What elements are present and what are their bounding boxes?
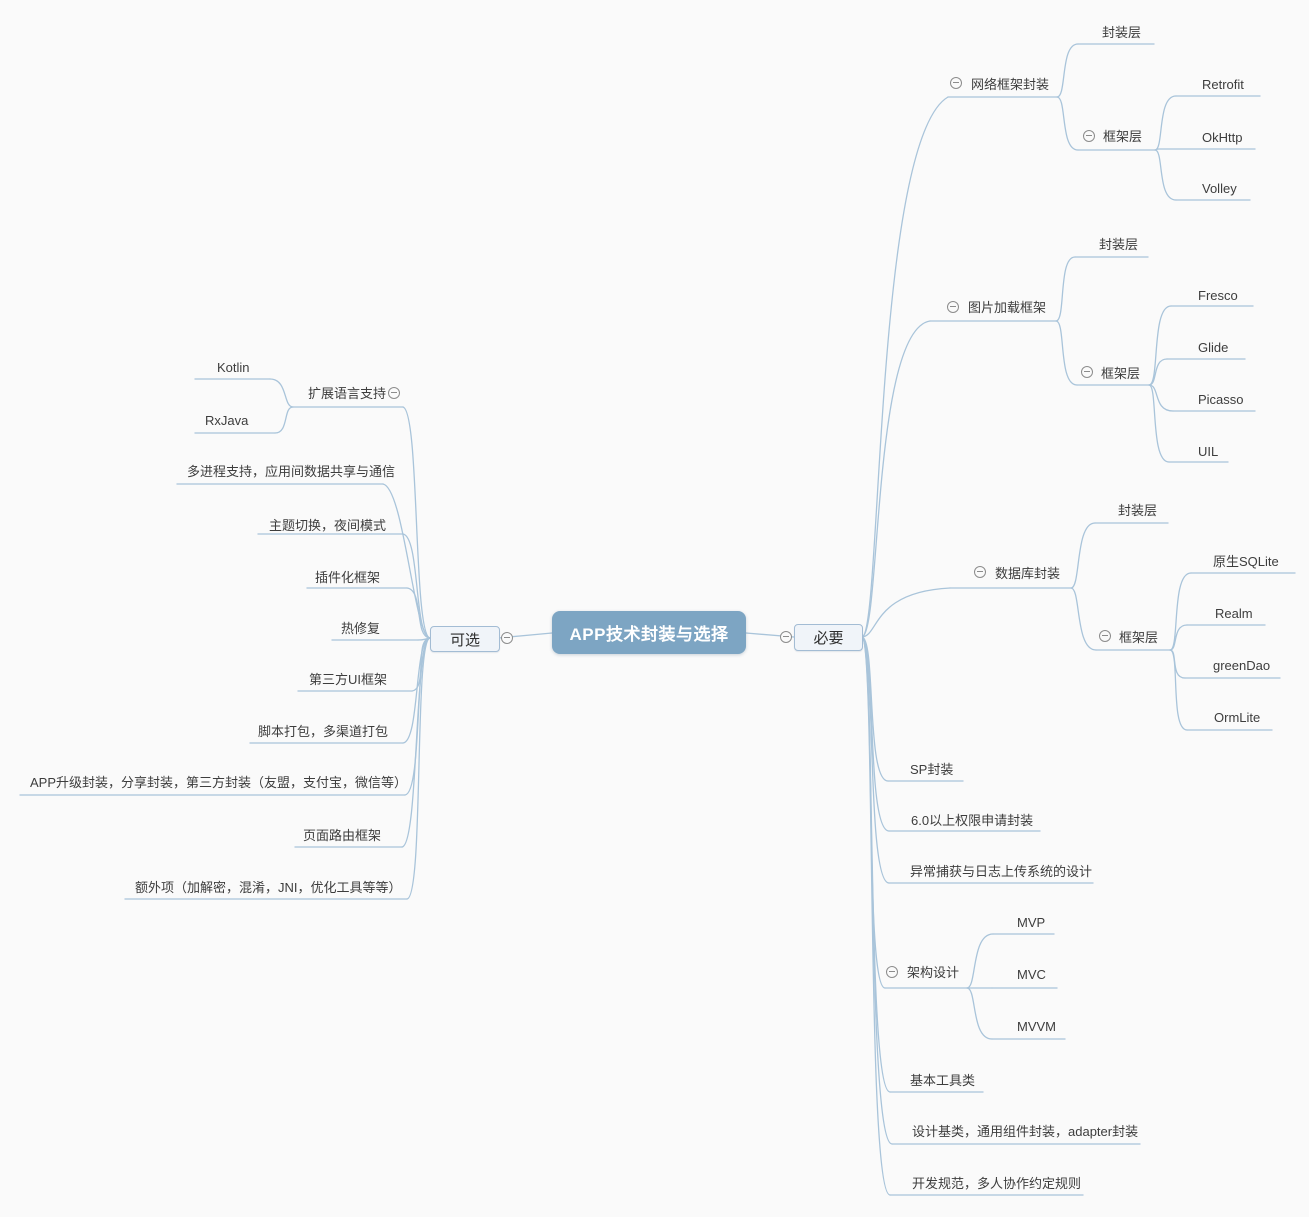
collapse-icon-database-wrap[interactable] (974, 566, 986, 578)
topic-dev-convention[interactable]: 开发规范，多人协作约定规则 (912, 1176, 1082, 1191)
collapse-icon-framework-layer-net[interactable] (1083, 130, 1095, 142)
topic-page-router[interactable]: 页面路由框架 (303, 828, 382, 843)
leaf-uil[interactable]: UIL (1198, 444, 1219, 459)
leaf-glide[interactable]: Glide (1198, 340, 1229, 355)
topic-basic-utils[interactable]: 基本工具类 (910, 1073, 976, 1088)
topic-permission-wrap[interactable]: 6.0以上权限申请封装 (911, 813, 1034, 828)
branch-optional[interactable]: 可选 (430, 626, 500, 652)
topic-database-wrap[interactable]: 数据库封装 (995, 566, 1061, 581)
leaf-realm[interactable]: Realm (1215, 606, 1253, 621)
topic-theme-switch[interactable]: 主题切换，夜间模式 (269, 518, 387, 533)
topic-wrapper-layer-img[interactable]: 封装层 (1099, 237, 1139, 252)
collapse-icon-optional[interactable] (501, 632, 513, 644)
topic-third-party-ui[interactable]: 第三方UI框架 (309, 672, 388, 687)
topic-base-class-design[interactable]: 设计基类，通用组件封装，adapter封装 (912, 1124, 1139, 1139)
leaf-mvvm[interactable]: MVVM (1017, 1019, 1056, 1034)
topic-app-upgrade-share[interactable]: APP升级封装，分享封装，第三方封装（友盟，支付宝，微信等） (30, 775, 408, 790)
topic-extra-items[interactable]: 额外项（加解密，混淆，JNI，优化工具等等） (135, 880, 402, 895)
leaf-fresco[interactable]: Fresco (1198, 288, 1238, 303)
topic-framework-layer-img[interactable]: 框架层 (1101, 366, 1141, 381)
collapse-icon-image-loading[interactable] (947, 301, 959, 313)
topic-wrapper-layer-db[interactable]: 封装层 (1118, 503, 1158, 518)
topic-ext-language-support[interactable]: 扩展语言支持 (308, 386, 387, 401)
collapse-icon-framework-layer-db[interactable] (1099, 630, 1111, 642)
topic-framework-layer-db[interactable]: 框架层 (1119, 630, 1159, 645)
collapse-icon-architecture[interactable] (886, 966, 898, 978)
topic-image-loading[interactable]: 图片加载框架 (968, 300, 1047, 315)
topic-hotfix[interactable]: 热修复 (341, 621, 381, 636)
topic-plugin-framework[interactable]: 插件化框架 (315, 570, 381, 585)
leaf-native-sqlite[interactable]: 原生SQLite (1213, 554, 1279, 569)
leaf-greendao[interactable]: greenDao (1213, 658, 1271, 673)
topic-script-packaging[interactable]: 脚本打包，多渠道打包 (258, 724, 389, 739)
topic-architecture-design[interactable]: 架构设计 (907, 965, 960, 980)
leaf-mvc[interactable]: MVC (1017, 967, 1046, 982)
leaf-retrofit[interactable]: Retrofit (1202, 77, 1244, 92)
leaf-volley[interactable]: Volley (1202, 181, 1237, 196)
collapse-icon-network-framework[interactable] (950, 77, 962, 89)
topic-network-framework[interactable]: 网络框架封装 (971, 77, 1050, 92)
topic-crash-log-design[interactable]: 异常捕获与日志上传系统的设计 (910, 864, 1093, 879)
leaf-rxjava[interactable]: RxJava (205, 413, 249, 428)
leaf-okhttp[interactable]: OkHttp (1202, 130, 1243, 145)
collapse-icon-ext-language[interactable] (388, 387, 400, 399)
leaf-picasso[interactable]: Picasso (1198, 392, 1244, 407)
topic-wrapper-layer-net[interactable]: 封装层 (1102, 25, 1142, 40)
branch-required[interactable]: 必要 (794, 624, 863, 651)
topic-multi-process-support[interactable]: 多进程支持，应用间数据共享与通信 (187, 464, 396, 479)
topic-framework-layer-net[interactable]: 框架层 (1103, 129, 1143, 144)
leaf-mvp[interactable]: MVP (1017, 915, 1046, 930)
collapse-icon-framework-layer-img[interactable] (1081, 366, 1093, 378)
root-topic[interactable]: APP技术封装与选择 (552, 611, 746, 654)
topic-sp-wrap[interactable]: SP封装 (910, 762, 954, 777)
leaf-kotlin[interactable]: Kotlin (217, 360, 250, 375)
collapse-icon-required[interactable] (780, 631, 792, 643)
leaf-ormlite[interactable]: OrmLite (1214, 710, 1261, 725)
